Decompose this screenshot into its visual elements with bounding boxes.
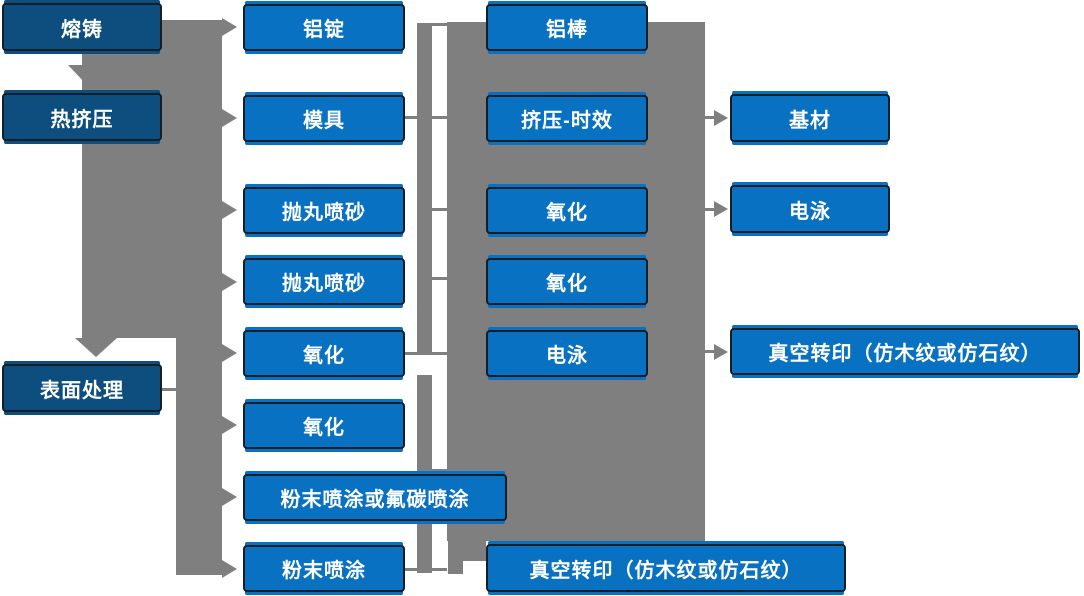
connector-stub xyxy=(404,568,447,571)
connector-stub xyxy=(705,350,717,353)
arrow-right-icon xyxy=(222,560,237,578)
arrow-right-icon xyxy=(714,344,728,360)
connector-main-band xyxy=(82,20,222,338)
node-hot-extrusion: 热挤压 xyxy=(2,93,162,141)
connector-stub xyxy=(432,208,447,211)
arrow-right-icon xyxy=(222,416,237,434)
node-vacuum-transfer-bottom: 真空转印（仿木纹或仿石纹） xyxy=(486,544,846,592)
node-powder-coating: 粉末喷涂 xyxy=(243,545,405,592)
arrow-right-icon xyxy=(222,18,237,36)
node-aluminum-ingot: 铝锭 xyxy=(243,4,405,51)
connector-stub xyxy=(432,277,447,280)
node-mold: 模具 xyxy=(243,95,405,142)
node-electrophoresis-1: 电泳 xyxy=(486,330,648,377)
node-extrusion-aging: 挤压-时效 xyxy=(486,95,648,142)
arrow-right-icon xyxy=(222,201,237,219)
node-oxidation-4: 氧化 xyxy=(486,258,648,305)
connector-stub xyxy=(705,208,717,211)
arrow-down-icon xyxy=(75,338,117,357)
node-vacuum-transfer-right: 真空转印（仿木纹或仿石纹） xyxy=(730,328,1080,375)
arrow-right-icon xyxy=(222,488,237,506)
connector-foot xyxy=(448,541,486,561)
connector-branch-strip xyxy=(176,338,222,575)
node-shot-blasting-1: 抛丸喷砂 xyxy=(243,187,405,234)
connector-stub xyxy=(705,116,717,119)
node-electrophoresis-2: 电泳 xyxy=(730,185,890,233)
node-melt-cast: 熔铸 xyxy=(2,3,162,51)
connector-stub xyxy=(404,116,447,119)
node-substrate: 基材 xyxy=(730,94,890,142)
connector-stub xyxy=(404,352,447,355)
arrow-right-icon xyxy=(714,201,728,217)
node-oxidation-1: 氧化 xyxy=(243,330,405,377)
node-aluminum-rod: 铝棒 xyxy=(486,4,648,51)
arrow-right-icon xyxy=(222,273,237,291)
node-oxidation-2: 氧化 xyxy=(243,402,405,449)
node-surface-treatment: 表面处理 xyxy=(2,364,162,412)
connector-stub xyxy=(432,469,447,472)
node-oxidation-3: 氧化 xyxy=(486,187,648,234)
arrow-right-icon xyxy=(222,109,237,127)
node-powder-or-fluorocarbon-coating: 粉末喷涂或氟碳喷涂 xyxy=(243,474,507,521)
connector-stub xyxy=(432,23,447,26)
node-shot-blasting-2: 抛丸喷砂 xyxy=(243,258,405,305)
arrow-down-icon xyxy=(68,65,104,84)
connector-stub xyxy=(162,388,176,391)
arrow-right-icon xyxy=(714,110,728,126)
arrow-right-icon xyxy=(222,344,237,362)
connector-bar-upper xyxy=(417,23,432,355)
